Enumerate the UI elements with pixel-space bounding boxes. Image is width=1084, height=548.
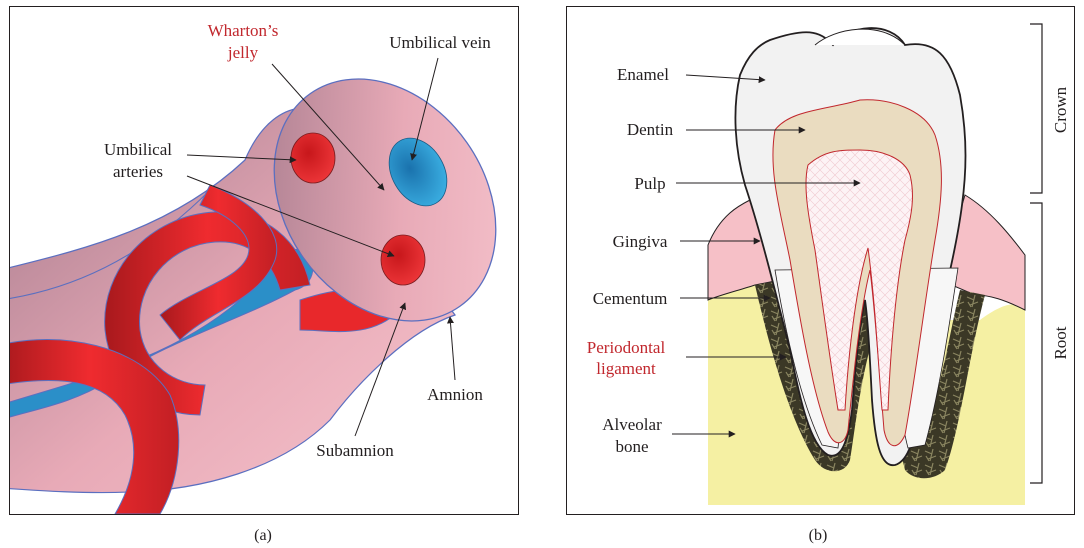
artery-section-lower <box>381 235 425 285</box>
label-dentin: Dentin <box>627 120 674 139</box>
label-alveolar-2: bone <box>615 437 648 456</box>
label-umbilical-vein: Umbilical vein <box>389 33 491 52</box>
label-root: Root <box>1051 326 1070 359</box>
label-cementum: Cementum <box>593 289 668 308</box>
label-whartons-jelly-2: jelly <box>227 43 259 62</box>
label-alveolar-1: Alveolar <box>602 415 662 434</box>
label-crown: Crown <box>1051 86 1070 133</box>
label-umbilical-arteries-2: arteries <box>113 162 163 181</box>
label-periodontal-2: ligament <box>596 359 656 378</box>
label-whartons-jelly-1: Wharton’s <box>208 21 279 40</box>
artery-section-upper <box>291 133 335 183</box>
panel-b: Crown Root Enamel Dentin Pulp Gingiva Ce… <box>567 7 1075 545</box>
label-enamel: Enamel <box>617 65 669 84</box>
label-subamnion: Subamnion <box>316 441 394 460</box>
label-pulp: Pulp <box>634 174 665 193</box>
label-amnion: Amnion <box>427 385 483 404</box>
panel-a: Wharton’s jelly Umbilical vein Umbilical… <box>0 7 541 545</box>
label-periodontal-1: Periodontal <box>587 338 666 357</box>
caption-a: (a) <box>254 527 272 544</box>
caption-b: (b) <box>809 527 828 544</box>
label-gingiva: Gingiva <box>613 232 668 251</box>
label-umbilical-arteries-1: Umbilical <box>104 140 172 159</box>
